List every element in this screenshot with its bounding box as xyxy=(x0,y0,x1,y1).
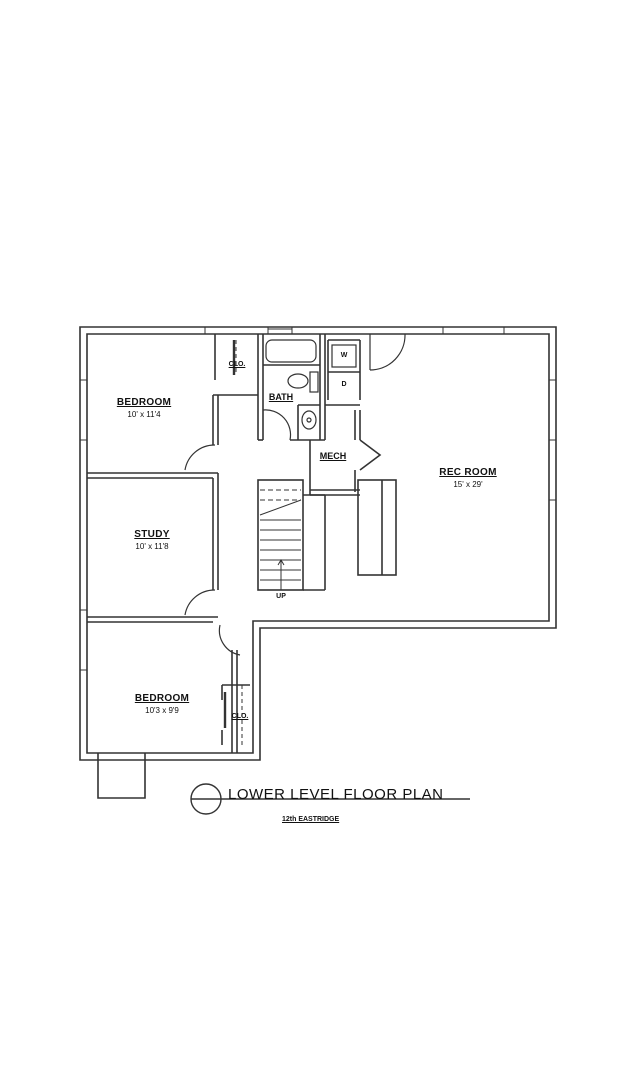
room-label-bath: BATH xyxy=(268,392,294,402)
door-swings xyxy=(184,333,406,656)
fixtures xyxy=(223,339,357,728)
windows xyxy=(80,327,556,671)
exterior-walls xyxy=(79,326,557,761)
room-label-bedroom-1: BEDROOM 10' x 11'4 xyxy=(117,392,171,419)
washer-label: W xyxy=(340,352,348,359)
plan-title: LOWER LEVEL FLOOR PLAN xyxy=(228,786,444,803)
room-dimensions: 15' x 29' xyxy=(453,480,483,489)
room-name: BEDROOM xyxy=(116,397,172,408)
closet-label-lower: CLO. xyxy=(231,713,249,720)
interior-walls xyxy=(87,334,397,799)
room-dimensions: 10'3 x 9'9 xyxy=(145,706,179,715)
room-name: BEDROOM xyxy=(134,693,190,704)
closet-label-upper: CLO. xyxy=(228,361,246,368)
dryer-label: D xyxy=(341,381,347,388)
room-dimensions: 10' x 11'8 xyxy=(135,542,169,551)
room-dimensions: 10' x 11'4 xyxy=(127,410,161,419)
room-name: STUDY xyxy=(134,529,170,540)
room-label-rec-room: REC ROOM 15' x 29' xyxy=(439,462,496,489)
section-marker xyxy=(190,783,470,815)
room-name: REC ROOM xyxy=(439,467,497,478)
room-label-study: STUDY 10' x 11'8 xyxy=(134,524,169,551)
plan-subtitle: 12th EASTRIDGE xyxy=(282,816,340,823)
stairs-up-label: UP xyxy=(276,593,286,600)
room-label-bedroom-2: BEDROOM 10'3 x 9'9 xyxy=(135,688,189,715)
stair-treads xyxy=(259,489,302,590)
room-label-mech: MECH xyxy=(319,451,347,461)
